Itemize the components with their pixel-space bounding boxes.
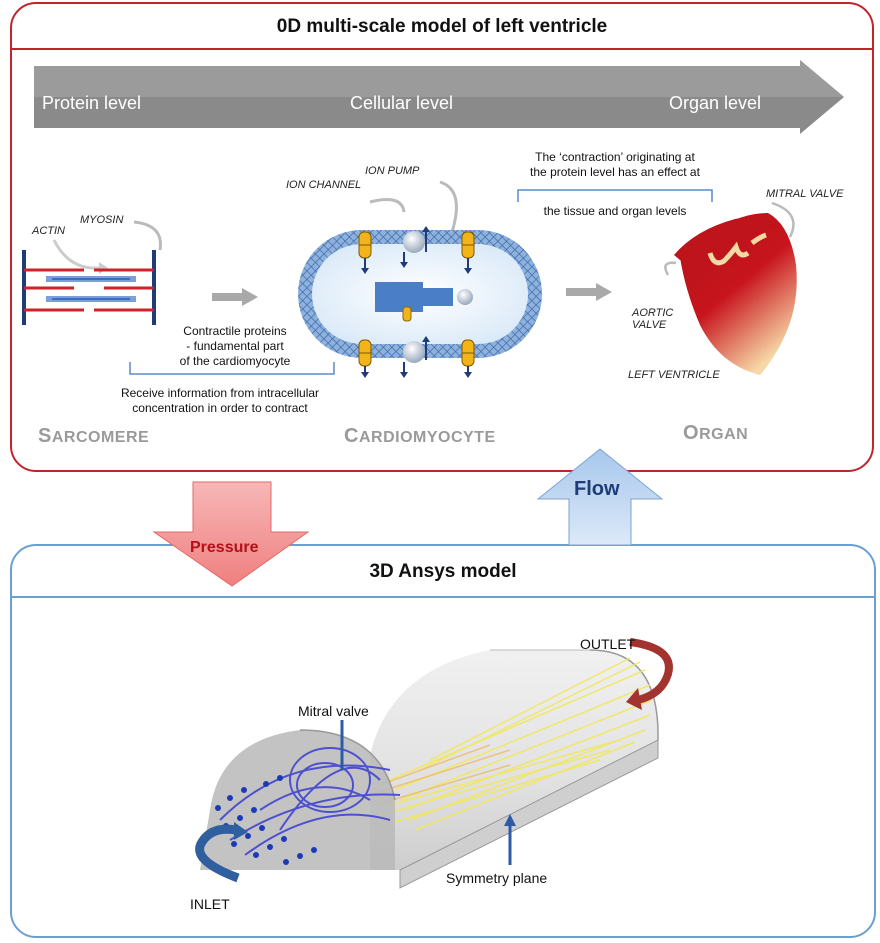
- actin-label: ACTIN: [32, 225, 65, 237]
- sarcomere-heading-rest: ARCOMERE: [51, 429, 150, 446]
- organ-heading-rest: RGAN: [699, 426, 749, 443]
- sarcomere-heading: SARCOMERE: [38, 425, 149, 448]
- ion-pump-label: ION PUMP: [365, 165, 420, 177]
- cardiomyocyte-note: Receive information from intracellular c…: [100, 386, 340, 416]
- ion-channel-label: ION CHANNEL: [286, 179, 362, 191]
- mitral-valve-3d-label: Mitral valve: [298, 703, 369, 719]
- organ-note: The ‘contraction’ originating at the pro…: [505, 150, 725, 180]
- cardiomyocyte-heading-initial: C: [344, 425, 359, 447]
- cardiomyocyte-note-line-1: Receive information from intracellular: [120, 386, 320, 400]
- organ-heading-initial: O: [683, 422, 700, 444]
- flow-arrow-small-2: [566, 283, 612, 301]
- sarcomere-note-line-1: Contractile proteins: [183, 324, 287, 338]
- cardiomyocyte-note-line-2: concentration in order to contract: [132, 401, 308, 415]
- left-ventricle-label: LEFT VENTRICLE: [628, 369, 720, 381]
- sarcomere-note: Contractile proteins - fundamental part …: [150, 324, 320, 369]
- flow-arrow-small-1: [212, 288, 258, 306]
- sarcomere-heading-initial: S: [38, 425, 52, 447]
- organ-bracket: [517, 189, 713, 202]
- flow-arrow: [536, 448, 664, 546]
- aortic-valve-label: AORTIC VALVE: [632, 307, 673, 331]
- cardiomyocyte-heading: CARDIOMYOCYTE: [344, 425, 496, 448]
- aortic-valve-label-line-2: VALVE: [632, 319, 667, 331]
- organ-heading: ORGAN: [683, 422, 748, 445]
- level-label-organ: Organ level: [669, 93, 762, 113]
- left-ventricle-diagram: [664, 201, 797, 375]
- level-label-cellular: Cellular level: [350, 93, 454, 113]
- pressure-label: Pressure: [190, 539, 259, 556]
- level-label-protein: Protein level: [42, 93, 142, 113]
- scale-level-arrow: [34, 60, 844, 134]
- pressure-arrow: [152, 481, 310, 587]
- mitral-valve-label: MITRAL VALVE: [766, 188, 844, 200]
- bottom-panel-title: 3D Ansys model: [369, 561, 517, 582]
- sarcomere-bracket: [129, 362, 335, 375]
- bottom-panel-title-bar: 3D Ansys model: [12, 546, 874, 598]
- ansys-3d-model: [195, 638, 673, 889]
- sarcomere-note-line-3: of the cardiomyocyte: [179, 354, 291, 368]
- outlet-label: OUTLET: [580, 636, 636, 652]
- inlet-label: INLET: [190, 896, 230, 912]
- sarcomere-diagram: [22, 220, 162, 325]
- symmetry-plane-label: Symmetry plane: [446, 870, 548, 886]
- sarcomere-note-line-2: - fundamental part: [186, 339, 284, 353]
- organ-note-line-2: the protein level has an effect at: [530, 165, 700, 179]
- top-panel-title: 0D multi-scale model of left ventricle: [276, 16, 608, 37]
- top-panel-title-bar: 0D multi-scale model of left ventricle: [12, 4, 872, 50]
- cardiomyocyte-diagram: [298, 180, 542, 378]
- organ-note-line-1: The ‘contraction’ originating at: [535, 150, 695, 164]
- aortic-valve-label-line-1: AORTIC: [632, 307, 674, 319]
- flow-label: Flow: [574, 478, 620, 500]
- cardiomyocyte-heading-rest: ARDIOMYOCYTE: [358, 429, 496, 446]
- myosin-label: MYOSIN: [80, 214, 124, 226]
- organ-note-line-3: the tissue and organ levels: [543, 204, 687, 218]
